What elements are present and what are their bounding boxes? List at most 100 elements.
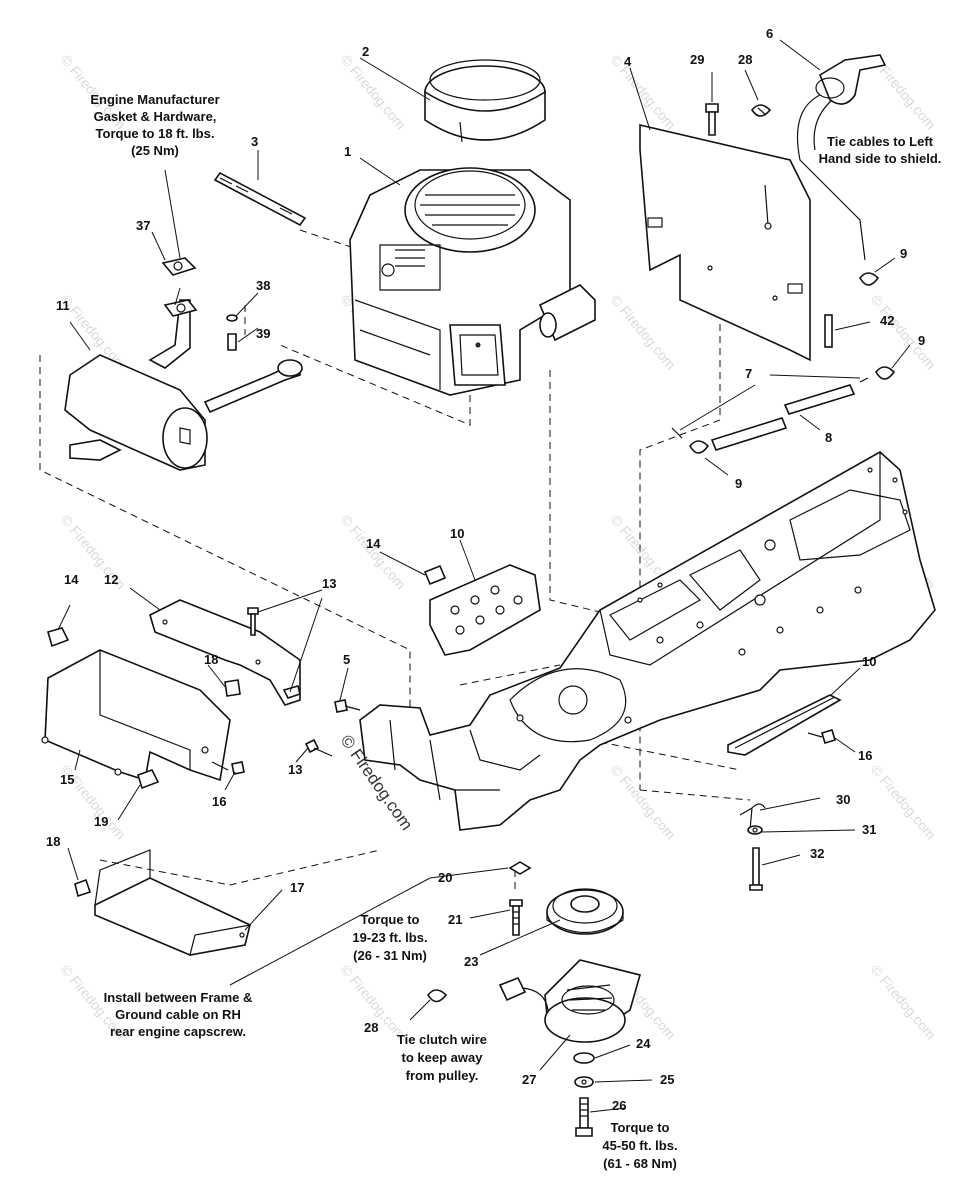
callout-38: 38 [256,278,270,293]
note-torque-19-23-line2: 19-23 ft. lbs. [352,930,427,945]
part-clip-19 [137,769,160,790]
callout-9c: 9 [735,476,742,491]
part-bracket-12 [149,599,301,706]
part-tray-17 [94,849,251,956]
callout-37: 37 [136,218,150,233]
part-nuts-18 [74,679,241,898]
part-bolts-13 [247,607,333,757]
callout-6: 6 [766,26,773,41]
note-tie-cables-line2: Hand side to shield. [819,151,942,166]
note-torque-19-23-line1: Torque to [361,912,420,927]
callout-19: 19 [94,814,108,829]
part-band [424,59,546,143]
callout-13b: 13 [288,762,302,777]
part-clutch-27 [498,959,641,1043]
note-install-ground: Install between Frame & Ground cable on … [104,990,253,1039]
note-engine-gasket-line3: Torque to 18 ft. lbs. [96,126,215,141]
callout-23: 23 [464,954,478,969]
callout-28a: 28 [738,52,752,67]
watermark-tile: © Firedog.com [868,292,939,373]
note-tie-clutch: Tie clutch wire to keep away from pulley… [397,1032,487,1083]
note-tie-clutch-line2: to keep away [402,1050,484,1065]
callout-18a: 18 [204,652,218,667]
note-engine-gasket: Engine Manufacturer Gasket & Hardware, T… [90,92,219,158]
callout-32: 32 [810,846,824,861]
callout-13a: 13 [322,576,336,591]
note-engine-gasket-line1: Engine Manufacturer [90,92,219,107]
callout-numbers: 1 2 3 4 5 6 7 8 9 9 9 10 10 11 12 13 13 … [46,26,925,1113]
note-torque-45-50-line2: 45-50 ft. lbs. [602,1138,677,1153]
callout-30: 30 [836,792,850,807]
callout-24: 24 [636,1036,651,1051]
note-torque-45-50: Torque to 45-50 ft. lbs. (61 - 68 Nm) [602,1120,677,1171]
part-bolt-29 [705,103,719,136]
note-torque-45-50-line3: (61 - 68 Nm) [603,1156,677,1171]
callout-17: 17 [290,880,304,895]
callout-31: 31 [862,822,876,837]
part-clip-28-top [751,104,772,117]
note-torque-45-50-line1: Torque to [611,1120,670,1135]
part-pulley-23 [546,888,624,935]
part-42 [824,314,833,348]
callout-5: 5 [343,652,350,667]
note-tie-cables: Tie cables to Left Hand side to shield. [819,134,942,166]
note-engine-gasket-line4: (25 Nm) [131,143,179,158]
callout-28b: 28 [364,1020,378,1035]
callout-3: 3 [251,134,258,149]
callout-42: 42 [880,313,894,328]
part-bolt-5 [334,699,361,713]
watermark-tile: © Firedog.com [338,512,409,593]
part-hardware-30-32 [739,803,766,891]
part-cable-handle [796,54,887,261]
callout-15: 15 [60,772,74,787]
note-install-ground-line1: Install between Frame & [104,990,253,1005]
callout-9b: 9 [918,333,925,348]
part-hardware-20-21 [508,861,532,936]
leader-lines [57,39,911,1113]
note-tie-clutch-line3: from pulley. [406,1068,479,1083]
note-torque-19-23-line3: (26 - 31 Nm) [353,948,427,963]
part-tubes [671,377,869,451]
callout-12: 12 [104,572,118,587]
part-gaskets [161,257,238,351]
note-engine-gasket-line2: Gasket & Hardware, [94,109,217,124]
watermark-tile: © Firedog.com [338,52,409,133]
note-install-ground-line3: rear engine capscrew. [110,1024,246,1039]
watermark-tile: © Firedog.com [868,962,939,1043]
callout-8: 8 [825,430,832,445]
part-cover-15 [41,649,231,782]
part-bracket-10-right [727,694,842,756]
callout-21: 21 [448,912,462,927]
callout-29: 29 [690,52,704,67]
callout-2: 2 [362,44,369,59]
part-clips-14 [47,564,447,648]
part-stud [213,171,307,227]
part-engine [349,167,596,396]
callout-18b: 18 [46,834,60,849]
callout-14a: 14 [366,536,381,551]
part-shield [639,123,811,362]
watermark-tile: © Firedog.com [608,292,679,373]
note-install-ground-line2: Ground cable on RH [115,1007,241,1022]
watermark-tile: © Firedog.com [608,762,679,843]
note-tie-cables-line1: Tie cables to Left [827,134,934,149]
callout-9a: 9 [900,246,907,261]
callout-1: 1 [344,144,351,159]
callout-20: 20 [438,870,452,885]
callout-16b: 16 [858,748,872,763]
part-hardware-24-26 [573,1052,595,1137]
part-clip-28-bottom [427,989,448,1003]
callout-11: 11 [56,298,70,313]
callout-26: 26 [612,1098,626,1113]
callout-39: 39 [256,326,270,341]
part-muffler-11 [64,299,303,471]
part-plate-10-top [429,564,541,656]
callout-27: 27 [522,1072,536,1087]
part-clips-9 [689,272,896,454]
part-bolts-16 [211,729,836,775]
watermark-tile: © Firedog.com [868,762,939,843]
callout-10b: 10 [862,654,876,669]
callout-10a: 10 [450,526,464,541]
callout-4: 4 [624,54,632,69]
